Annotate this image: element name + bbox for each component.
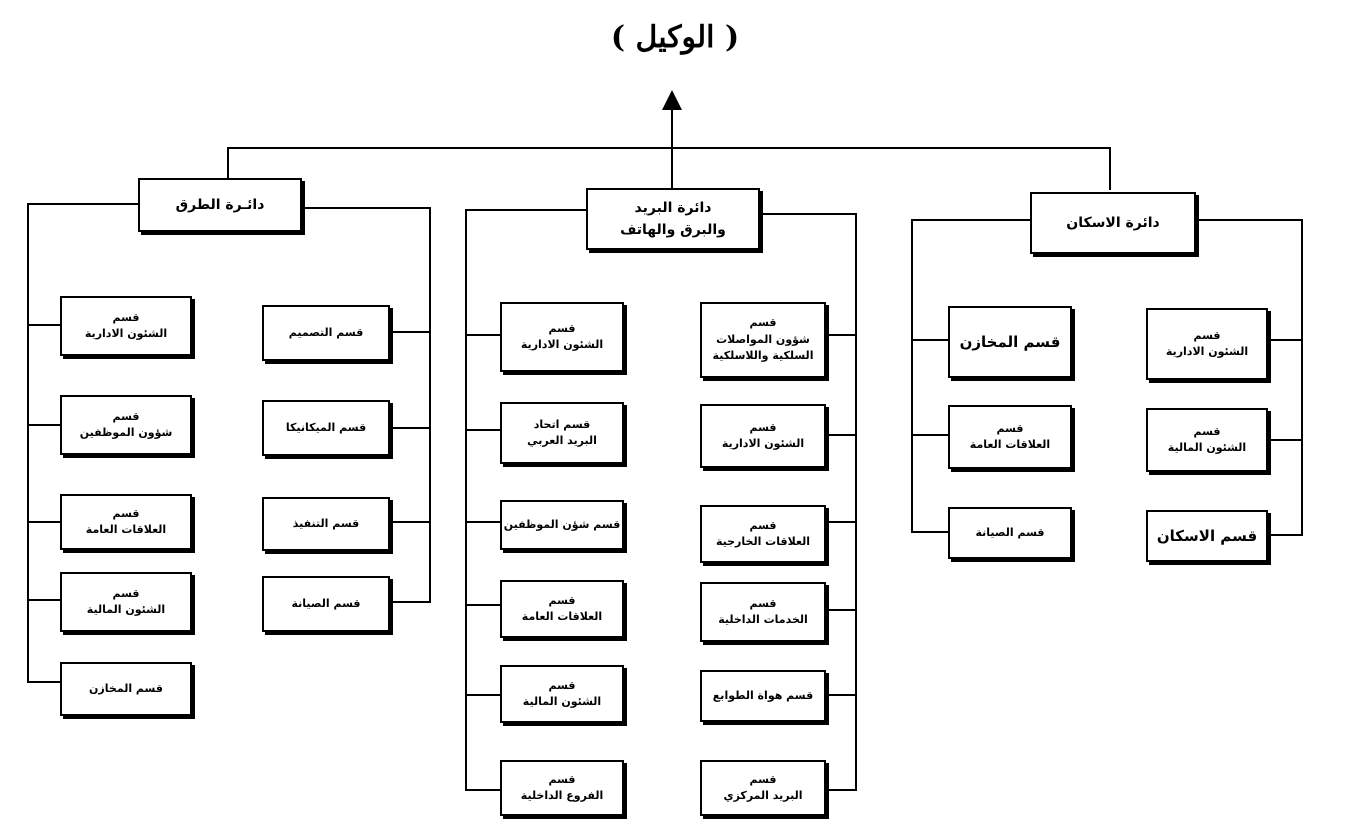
roads-section-finance[interactable]: قسم الشئون المالية <box>60 572 192 632</box>
post-section-administrative[interactable]: قسم الشئون الادارية <box>500 302 624 372</box>
box-label-line: قسم <box>112 586 140 600</box>
post-section-public-relations[interactable]: قسم العلاقات العامة <box>500 580 624 638</box>
housing-section-maintenance[interactable]: قسم الصيانة <box>948 507 1072 559</box>
box-label-line: قسم <box>548 593 576 607</box>
box-label-line: قسم <box>749 316 777 330</box>
dept-roads[interactable]: دائـرة الطرق <box>138 178 302 232</box>
post-section-personnel[interactable]: قسم شؤن الموظفين <box>500 500 624 550</box>
box-label-line: قسم الميكانيكا <box>285 420 367 434</box>
roads-section-execution[interactable]: قسم التنفيذ <box>262 497 390 551</box>
box-label-line: قسم <box>548 321 576 335</box>
post-left-spine <box>465 209 586 791</box>
housing-left-spine <box>911 219 1030 533</box>
box-label-line: دائرة الاسكان <box>1066 214 1160 231</box>
roads-section-administrative[interactable]: قسم الشئون الادارية <box>60 296 192 356</box>
roads-left-spine <box>27 203 138 683</box>
box-label-line: قسم <box>112 409 140 423</box>
box-label-line: قسم المخازن <box>89 681 163 695</box>
box-label-line: قسم التنفيذ <box>292 516 360 530</box>
post-section-administrative-2[interactable]: قسم الشئون الادارية <box>700 404 826 468</box>
roads-section-personnel[interactable]: قسم شؤون الموظفين <box>60 395 192 455</box>
box-label-line: الشئون الادارية <box>721 437 805 450</box>
housing-section-finance[interactable]: قسم الشئون المالية <box>1146 408 1268 472</box>
post-right-spine <box>760 213 857 791</box>
dept-housing[interactable]: دائرة الاسكان <box>1030 192 1196 254</box>
box-label-line: قسم <box>548 678 576 692</box>
box-label-line: العلاقات الخارجية <box>715 535 811 548</box>
box-label-line: قسم <box>548 772 576 786</box>
box-label-line: قسم التصميم <box>288 325 364 339</box>
roads-right-spine <box>302 207 431 603</box>
roads-section-stores[interactable]: قسم المخازن <box>60 662 192 716</box>
box-label-line: شؤون الموظفين <box>79 426 173 439</box>
post-section-arab-postal-union[interactable]: قسم اتحاد البريد العربي <box>500 402 624 464</box>
box-label-line: دائـرة الطرق <box>175 196 265 213</box>
roads-section-maintenance[interactable]: قسم الصيانة <box>262 576 390 632</box>
box-label-line: الفروع الداخلية <box>520 789 604 802</box>
box-label-line: الخدمات الداخلية <box>718 613 808 626</box>
box-label-line: الشئون الادارية <box>520 338 604 351</box>
box-label-line: قسم اتحاد <box>533 417 591 431</box>
box-label-line: قسم <box>1193 328 1221 342</box>
roads-section-design[interactable]: قسم التصميم <box>262 305 390 361</box>
housing-section-public-relations[interactable]: قسم العلاقات العامة <box>948 405 1072 469</box>
box-label-line: قسم شؤن الموظفين <box>503 517 621 531</box>
box-label-line: البريد العربي <box>527 434 597 447</box>
box-label-line: قسم الصيانة <box>975 525 1045 539</box>
box-label-line: قسم الصيانة <box>291 596 361 610</box>
box-label-line: العلاقات العامة <box>969 438 1051 451</box>
box-label-line: قسم <box>749 772 777 786</box>
post-section-finance[interactable]: قسم الشئون المالية <box>500 665 624 723</box>
box-label-line: الشئون المالية <box>522 695 602 708</box>
box-label-line: الشئون الادارية <box>84 327 168 340</box>
box-label-line: شؤون المواصلات <box>716 332 810 346</box>
box-label-line: قسم الاسكان <box>1156 526 1258 545</box>
post-section-internal-services[interactable]: قسم الخدمات الداخلية <box>700 582 826 642</box>
box-label-line: العلاقات العامة <box>85 523 167 536</box>
post-section-foreign-relations[interactable]: قسم العلاقات الخارجية <box>700 505 826 563</box>
box-label-line: السلكية واللاسلكية <box>712 349 814 363</box>
box-label-line: قسم <box>749 518 777 532</box>
roads-section-mechanics[interactable]: قسم الميكانيكا <box>262 400 390 456</box>
box-label-line: قسم <box>112 506 140 520</box>
housing-section-administrative[interactable]: قسم الشئون الادارية <box>1146 308 1268 380</box>
box-label-line: قسم <box>749 596 777 610</box>
post-section-philately[interactable]: قسم هواة الطوابع <box>700 670 826 722</box>
box-label-line: قسم المخازن <box>959 332 1061 351</box>
housing-section-stores[interactable]: قسم المخازن <box>948 306 1072 378</box>
box-label-line: قسم هواة الطوابع <box>712 688 814 702</box>
dept-post-telegraph-telephone[interactable]: دائرة البريد والبرق والهاتف <box>586 188 760 250</box>
box-label-line: دائرة البريد <box>634 199 712 216</box>
box-label-line: والبرق والهاتف <box>620 222 726 238</box>
roads-section-public-relations[interactable]: قسم العلاقات العامة <box>60 494 192 550</box>
box-label-line: الشئون الادارية <box>1165 345 1249 358</box>
post-section-internal-branches[interactable]: قسم الفروع الداخلية <box>500 760 624 816</box>
box-label-line: العلاقات العامة <box>521 610 603 623</box>
box-label-line: قسم <box>996 421 1024 435</box>
post-section-central-post[interactable]: قسم البريد المركزي <box>700 760 826 816</box>
post-section-wire-wireless-communications[interactable]: قسم شؤون المواصلات السلكية واللاسلكية <box>700 302 826 378</box>
box-label-line: الشئون المالية <box>86 603 166 616</box>
page-title: ( الوكيل ) <box>610 19 740 55</box>
box-label-line: قسم <box>1193 424 1221 438</box>
box-label-line: قسم <box>749 420 777 434</box>
housing-section-housing[interactable]: قسم الاسكان <box>1146 510 1268 562</box>
box-label-line: قسم <box>112 310 140 324</box>
top-bus <box>227 147 1111 190</box>
box-label-line: الشئون المالية <box>1167 441 1247 454</box>
housing-right-spine <box>1196 219 1303 536</box>
box-label-line: البريد المركزي <box>723 789 803 802</box>
